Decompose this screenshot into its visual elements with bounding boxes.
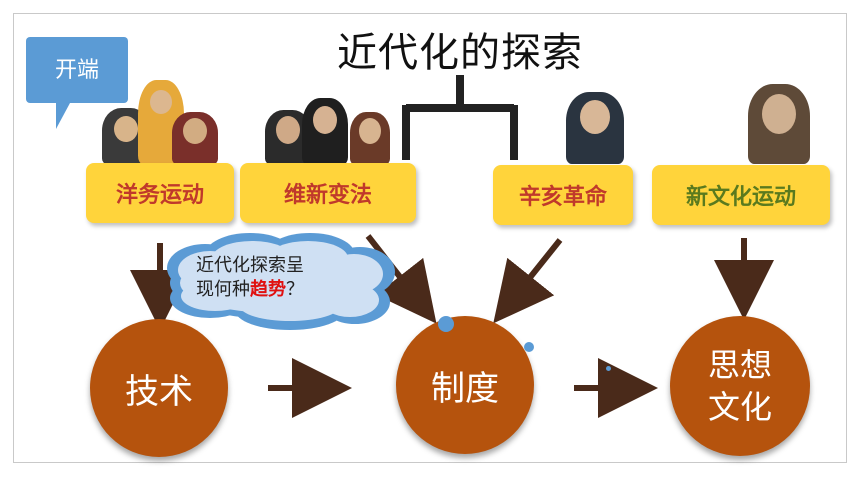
start-callout (26, 37, 128, 103)
portrait-xinwenhua (748, 84, 810, 164)
decor-dot-2 (524, 342, 534, 352)
portrait-weixin-2 (302, 98, 348, 164)
circle-technology[interactable]: 技术 (90, 319, 228, 457)
question-line-2: 现何种趋势？ (196, 278, 376, 302)
event-weixin[interactable]: 维新变法 (240, 163, 416, 223)
arrow-xinhai-to-system (493, 238, 563, 324)
decor-dot-3 (606, 366, 611, 371)
question-line-2-suffix: ？ (286, 279, 304, 300)
question-line-2-prefix: 现何种 (196, 279, 250, 300)
question-cloud-text: 近代化探索呈 现何种趋势？ (196, 254, 376, 302)
start-callout-text: 开端 (54, 58, 99, 83)
cloud-inner (178, 241, 383, 321)
circle-culture-label-2: 文化 (707, 388, 772, 426)
title-bracket (402, 75, 518, 160)
event-yangwu[interactable]: 洋务运动 (86, 163, 234, 223)
portrait-xinhai (566, 92, 624, 164)
circle-system-label: 制度 (431, 368, 499, 409)
page-title: 近代化的探索 (337, 30, 583, 76)
start-callout-tail (56, 103, 70, 129)
portrait-weixin-3 (350, 112, 390, 164)
circle-culture-label-1: 思想 (707, 346, 772, 384)
decor-dot-1 (438, 316, 454, 332)
circle-culture[interactable]: 思想 文化 (670, 316, 810, 456)
event-xinwenhua[interactable]: 新文化运动 (652, 165, 830, 225)
question-highlight: 趋势 (250, 279, 286, 300)
event-xinhai[interactable]: 辛亥革命 (493, 165, 633, 225)
circle-system[interactable]: 制度 (396, 316, 534, 454)
portrait-yangwu-3 (172, 112, 218, 164)
circle-technology-label: 技术 (125, 371, 193, 412)
question-line-1: 近代化探索呈 (196, 255, 304, 276)
